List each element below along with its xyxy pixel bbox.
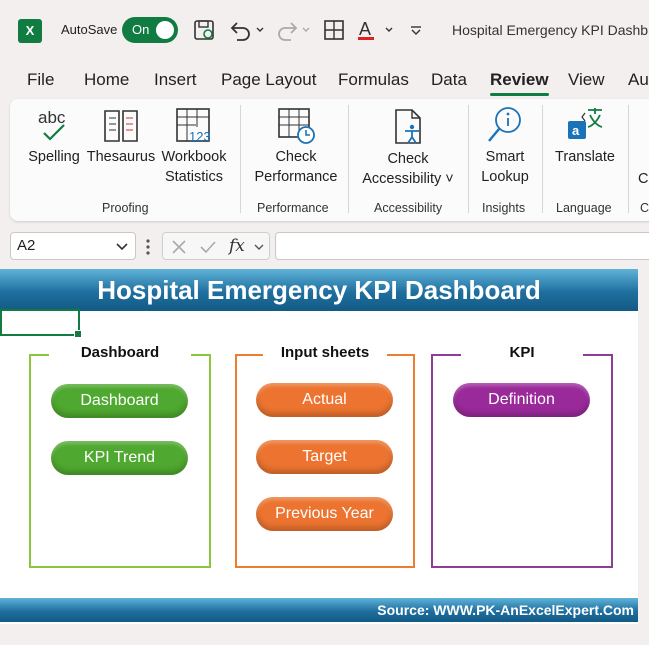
- customize-toolbar-icon[interactable]: [406, 16, 426, 44]
- smart-lookup-icon: [488, 107, 521, 142]
- tab-home[interactable]: Home: [84, 70, 130, 89]
- undo-icon[interactable]: [226, 16, 266, 44]
- check-performance-line1: Check: [275, 149, 317, 165]
- dashboard-title-banner: Hospital Emergency KPI Dashboard: [0, 269, 638, 311]
- spelling-icon: abc: [38, 108, 66, 141]
- group-separator: [348, 105, 349, 213]
- box-border-segment: [583, 354, 613, 356]
- source-footer: Source: WWW.PK-AnExcelExpert.Com: [0, 598, 638, 622]
- smart-lookup-line1: Smart: [485, 149, 525, 165]
- tab-page-layout[interactable]: Page Layout: [221, 70, 317, 89]
- group-label-language: Language: [556, 201, 612, 215]
- box-border-segment: [29, 354, 49, 356]
- group-label-insights: Insights: [482, 201, 526, 215]
- cancel-icon[interactable]: [171, 239, 187, 255]
- group-label-proofing: Proofing: [102, 201, 149, 215]
- thesaurus-button[interactable]: Thesaurus: [86, 105, 156, 167]
- translate-button[interactable]: a Translate: [550, 105, 620, 167]
- ribbon: abc Spelling Thesaurus 123 Workbook Stat…: [10, 99, 649, 221]
- definition-nav-button[interactable]: Definition: [453, 383, 590, 417]
- formula-bar: A2 fx: [0, 228, 649, 264]
- workbook-statistics-button[interactable]: 123 Workbook Statistics: [158, 105, 230, 187]
- name-box[interactable]: A2: [10, 232, 136, 260]
- check-accessibility-line1: Check: [387, 151, 429, 167]
- tab-automate[interactable]: Au: [628, 70, 649, 89]
- target-nav-button[interactable]: Target: [256, 440, 393, 474]
- worksheet[interactable]: Hospital Emergency KPI Dashboard Dashboa…: [0, 269, 638, 624]
- box-border-segment: [235, 354, 263, 356]
- input-sheets-group-title: Input sheets: [270, 344, 380, 361]
- svg-text:A: A: [359, 19, 371, 39]
- tab-data[interactable]: Data: [431, 70, 467, 89]
- previous-year-nav-button[interactable]: Previous Year: [256, 497, 393, 531]
- dashboard-group-title: Dashboard: [70, 344, 170, 361]
- kpi-group-title: KPI: [499, 344, 545, 361]
- group-separator: [240, 105, 241, 213]
- group-label-partial: C: [640, 201, 649, 215]
- box-border-segment: [191, 354, 211, 356]
- redo-icon[interactable]: [272, 16, 312, 44]
- chevron-down-icon[interactable]: [253, 241, 265, 253]
- partial-ribbon-button[interactable]: C: [638, 171, 649, 187]
- document-title: Hospital Emergency KPI Dashb: [452, 22, 649, 38]
- group-separator: [628, 105, 629, 213]
- autosave-label: AutoSave: [61, 22, 118, 37]
- svg-text:123: 123: [189, 129, 211, 144]
- dashboard-nav-button[interactable]: Dashboard: [51, 384, 188, 418]
- kpi-group-box: KPI: [431, 344, 613, 568]
- svg-text:abc: abc: [38, 108, 66, 127]
- group-label-accessibility: Accessibility: [374, 201, 443, 215]
- chevron-down-icon[interactable]: [115, 239, 129, 253]
- input-sheets-group-box: Input sheets: [235, 344, 415, 568]
- group-label-performance: Performance: [257, 201, 329, 215]
- tab-formulas[interactable]: Formulas: [338, 70, 409, 89]
- formula-controls: fx: [162, 232, 270, 260]
- group-separator: [542, 105, 543, 213]
- menu-bar: File Home Insert Page Layout Formulas Da…: [0, 62, 649, 98]
- translate-icon: a: [568, 108, 603, 139]
- box-border-segment: [387, 354, 415, 356]
- tab-review[interactable]: Review: [490, 70, 549, 96]
- thesaurus-icon: [104, 110, 138, 142]
- check-accessibility-line2: Accessibility ˅: [362, 171, 454, 187]
- check-performance-button[interactable]: Check Performance: [248, 105, 344, 187]
- font-color-icon[interactable]: A: [354, 16, 398, 44]
- formula-input[interactable]: [275, 232, 649, 260]
- excel-logo-icon[interactable]: X: [18, 19, 46, 43]
- kpi-trend-nav-button[interactable]: KPI Trend: [51, 441, 188, 475]
- toggle-knob: [156, 21, 174, 39]
- check-performance-icon: [278, 108, 315, 144]
- tab-view[interactable]: View: [568, 70, 605, 89]
- translate-label: Translate: [555, 149, 615, 165]
- smart-lookup-button[interactable]: Smart Lookup: [476, 105, 534, 187]
- autosave-state: On: [132, 22, 150, 37]
- actual-nav-button[interactable]: Actual: [256, 383, 393, 417]
- name-box-value: A2: [17, 237, 36, 254]
- autosave-toggle[interactable]: On: [122, 17, 178, 43]
- smart-lookup-line2: Lookup: [481, 169, 529, 185]
- dashboard-group-box: Dashboard: [29, 344, 211, 568]
- workbook-statistics-line1: Workbook: [161, 149, 227, 165]
- thesaurus-label: Thesaurus: [86, 149, 156, 165]
- box-border-segment: [431, 354, 461, 356]
- spelling-button[interactable]: abc Spelling: [26, 105, 82, 167]
- more-options-icon[interactable]: [145, 238, 151, 256]
- borders-icon[interactable]: [320, 16, 348, 44]
- selected-cell-a2[interactable]: [0, 309, 82, 338]
- insert-function-button[interactable]: fx: [229, 236, 245, 256]
- spelling-label: Spelling: [28, 149, 80, 165]
- title-bar: X AutoSave On A Hospital Emergency KPI D…: [0, 0, 649, 62]
- group-separator: [468, 105, 469, 213]
- workbook-statistics-icon: 123: [176, 108, 211, 144]
- enter-check-icon[interactable]: [199, 239, 217, 255]
- check-accessibility-button[interactable]: Check Accessibility ˅: [356, 107, 460, 189]
- tab-insert[interactable]: Insert: [154, 70, 197, 89]
- check-performance-line2: Performance: [254, 169, 338, 185]
- workbook-statistics-line2: Statistics: [164, 169, 223, 185]
- tab-file[interactable]: File: [27, 70, 55, 89]
- svg-text:a: a: [572, 123, 580, 138]
- save-icon[interactable]: [190, 16, 218, 44]
- check-accessibility-icon: [395, 109, 421, 144]
